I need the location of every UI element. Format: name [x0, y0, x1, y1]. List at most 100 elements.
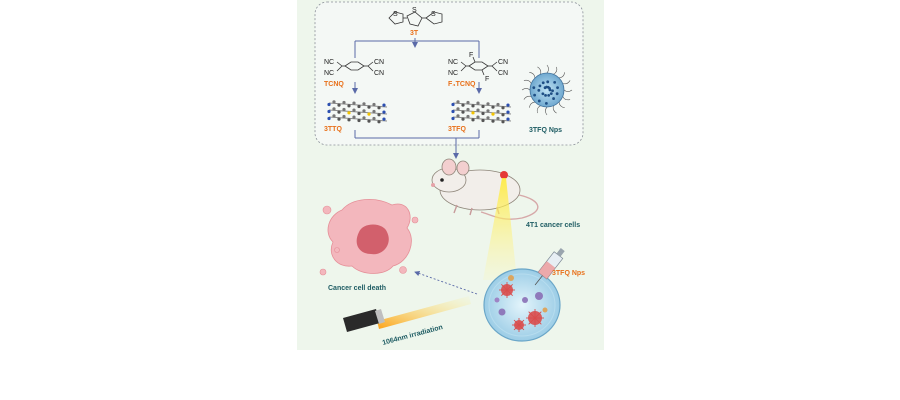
tcnq-nc-top: NC [324, 59, 334, 66]
atom [456, 107, 460, 111]
polymer-chain [529, 101, 536, 108]
atom [367, 105, 371, 109]
cancer-cell [501, 284, 513, 296]
atom [332, 107, 336, 111]
atom [481, 118, 485, 123]
atom [362, 102, 366, 106]
atom [496, 116, 500, 121]
atom [377, 106, 381, 110]
sulfur-label-1: S [393, 11, 398, 18]
atom [481, 111, 485, 116]
syringe-icon [534, 248, 565, 286]
polymer-chain [546, 64, 549, 74]
nanoparticle-dot [551, 89, 554, 93]
atom [456, 114, 460, 118]
atom [367, 119, 371, 123]
injection-label: 3TFQ Nps [552, 270, 585, 277]
cancer-cell [542, 307, 548, 313]
atom [466, 100, 470, 105]
nanoparticle-dot [537, 88, 541, 92]
atom [352, 108, 356, 112]
atom [377, 120, 381, 124]
nanoparticle-dot [544, 101, 548, 105]
atom [471, 104, 475, 108]
atom [357, 118, 361, 123]
acceptor-right-label: F₄TCNQ [448, 81, 476, 88]
nanoparticle-dot [546, 80, 550, 84]
atom [466, 107, 470, 112]
atom [372, 116, 376, 121]
outcome-label: Cancer cell death [328, 285, 386, 292]
polymer-chain [558, 101, 565, 108]
atom [362, 109, 366, 113]
nanoparticle-dot [544, 94, 547, 97]
f4tcnq-f-top: F [469, 52, 473, 59]
cancer-cell [528, 311, 542, 325]
nanoparticle-dot [547, 93, 551, 97]
irradiation-label: 1064nm irradiation [382, 324, 444, 347]
mouse-illustration [431, 158, 539, 220]
atom [496, 109, 500, 114]
terthiophene-structure [388, 11, 443, 27]
atom [471, 111, 475, 115]
atom [372, 109, 376, 114]
nanoparticle-dot [553, 80, 557, 84]
atom [337, 117, 341, 121]
atom [486, 116, 490, 120]
reactant-label: 3T [410, 30, 419, 37]
atom [347, 118, 351, 122]
atom [471, 118, 475, 122]
atom [327, 109, 331, 114]
product-right-label: 3TFQ [448, 126, 466, 133]
nanoparticle-dot [556, 86, 559, 90]
nanoparticle-dot [541, 81, 545, 85]
atom [491, 105, 495, 109]
tcnq-nc-bottom: NC [324, 70, 334, 77]
atom [476, 101, 480, 105]
atom [476, 115, 480, 119]
petri-dish [483, 268, 561, 342]
polymer-chain [521, 88, 531, 91]
light-beam [483, 178, 517, 280]
atom [367, 112, 371, 116]
atom [342, 114, 346, 119]
sulfur-label-2: S [412, 7, 417, 14]
cancer-cell [514, 320, 524, 330]
polymer-chain [537, 66, 542, 75]
atom [342, 100, 346, 105]
atom [347, 104, 351, 108]
atom [486, 109, 490, 113]
polymer-chain [562, 96, 571, 101]
nanoparticle-dot [552, 97, 555, 100]
cancer-cell [522, 297, 528, 303]
atom [491, 119, 495, 123]
atom [506, 110, 510, 114]
polymer-chain [558, 72, 565, 79]
f4tcnq-f-bottom: F [485, 76, 489, 83]
atom [491, 112, 495, 116]
polymer-chain [523, 95, 532, 100]
atom [382, 110, 386, 114]
nanoparticle-icon [521, 64, 573, 116]
atom [372, 102, 376, 107]
nanoparticle-label: 3TFQ Nps [529, 127, 562, 134]
atom [501, 120, 505, 124]
atom [332, 100, 336, 104]
tcnq-structure [336, 61, 374, 72]
atom [332, 114, 336, 118]
atom [352, 115, 356, 119]
atom [382, 103, 386, 107]
atom [476, 108, 480, 112]
laser-icon [343, 296, 471, 332]
atom [362, 116, 366, 120]
atom [506, 117, 510, 121]
f4tcnq-nc-top: NC [448, 59, 458, 66]
atom [382, 117, 386, 121]
polymer-chain [562, 80, 571, 85]
product-left-label: 3TTQ [324, 126, 342, 133]
tcnq-cn-top: CN [374, 59, 384, 66]
atom [451, 116, 455, 121]
atom [342, 107, 346, 112]
polymer-chain [545, 106, 548, 116]
cancer-cell [535, 292, 543, 300]
